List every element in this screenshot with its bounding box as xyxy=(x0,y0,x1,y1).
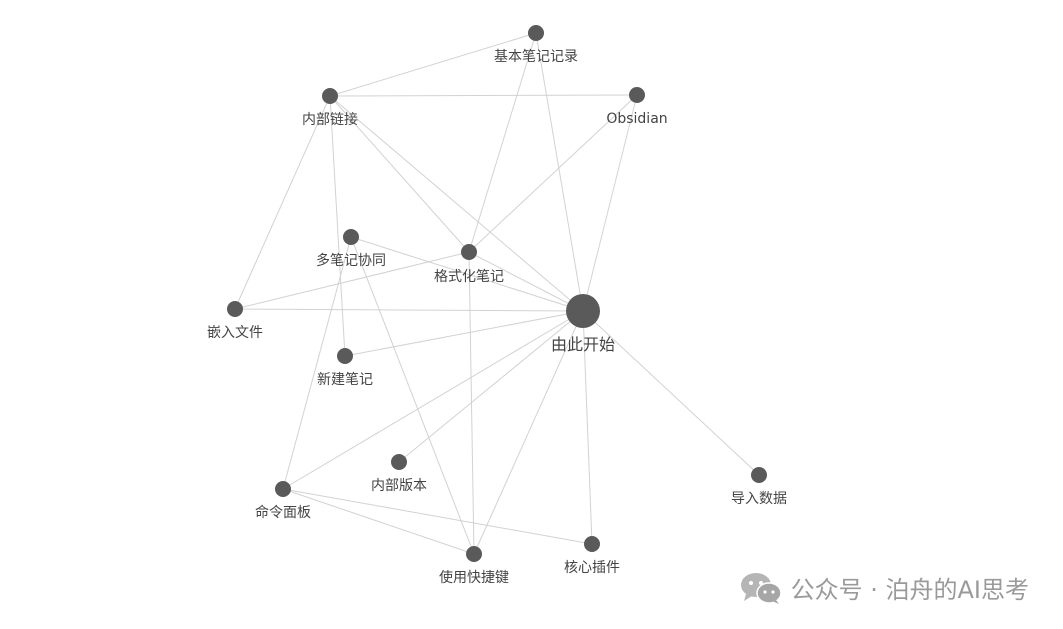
node-basic[interactable] xyxy=(528,25,544,41)
node-label-version[interactable]: 内部版本 xyxy=(371,478,427,494)
node-obsidian[interactable] xyxy=(629,87,645,103)
edge-multi-note-shortcut xyxy=(350,236,475,555)
graph-nodes xyxy=(227,25,767,562)
node-version[interactable] xyxy=(391,454,407,470)
node-label-shortcut[interactable]: 使用快捷键 xyxy=(439,569,509,586)
edge-internal-link-embed xyxy=(234,95,331,310)
edge-format-start xyxy=(468,251,584,312)
edge-obsidian-format xyxy=(468,94,638,253)
edge-start-plugin xyxy=(582,310,593,545)
node-label-embed[interactable]: 嵌入文件 xyxy=(207,325,263,341)
edge-start-shortcut xyxy=(473,310,584,555)
edge-command-shortcut xyxy=(282,488,475,555)
node-format[interactable] xyxy=(461,244,477,260)
edge-embed-format xyxy=(234,251,470,310)
edge-start-command xyxy=(282,310,584,490)
node-label-import[interactable]: 导入数据 xyxy=(731,491,787,507)
edge-internal-link-new-note xyxy=(329,95,346,357)
edge-start-import xyxy=(582,310,760,476)
node-label-command[interactable]: 命令面板 xyxy=(255,504,311,521)
edge-internal-link-obsidian xyxy=(329,94,638,97)
node-multi-note[interactable] xyxy=(343,229,359,245)
edge-new-note-start xyxy=(344,310,584,357)
node-label-start[interactable]: 由此开始 xyxy=(551,335,615,354)
node-label-internal-link[interactable]: 内部链接 xyxy=(302,111,358,128)
node-label-multi-note[interactable]: 多笔记协同 xyxy=(316,252,386,269)
edge-internal-link-start xyxy=(329,95,584,312)
node-label-new-note[interactable]: 新建笔记 xyxy=(317,372,373,388)
node-command[interactable] xyxy=(275,481,291,497)
node-label-basic[interactable]: 基本笔记记录 xyxy=(494,48,578,65)
edge-basic-internal-link xyxy=(329,32,537,97)
node-label-format[interactable]: 格式化笔记 xyxy=(434,269,504,285)
edge-obsidian-start xyxy=(582,94,638,312)
node-shortcut[interactable] xyxy=(466,546,482,562)
node-embed[interactable] xyxy=(227,301,243,317)
edge-multi-note-start xyxy=(350,236,584,312)
node-plugin[interactable] xyxy=(584,536,600,552)
node-label-obsidian[interactable]: Obsidian xyxy=(606,111,667,127)
edge-basic-format xyxy=(468,32,537,253)
node-new-note[interactable] xyxy=(337,348,353,364)
graph-edges xyxy=(234,32,760,555)
edge-command-plugin xyxy=(282,488,593,545)
node-label-plugin[interactable]: 核心插件 xyxy=(564,560,620,576)
node-start[interactable] xyxy=(566,294,600,328)
node-import[interactable] xyxy=(751,467,767,483)
wechat-icon xyxy=(740,572,782,604)
edge-internal-link-format xyxy=(329,95,470,253)
edge-basic-start xyxy=(535,32,584,312)
edge-multi-note-command xyxy=(282,236,352,490)
graph-labels: 由此开始 基本笔记记录 Obsidian 内部链接多笔记协同格式化笔记嵌入文件新建笔记… xyxy=(207,48,787,586)
edge-embed-start xyxy=(234,308,584,312)
watermark-text: 公众号 · 泊舟的AI思考 xyxy=(790,576,1029,604)
watermark: 公众号 · 泊舟的AI思考 xyxy=(739,570,1029,605)
node-internal-link[interactable] xyxy=(322,88,338,104)
edge-start-version xyxy=(398,310,584,463)
